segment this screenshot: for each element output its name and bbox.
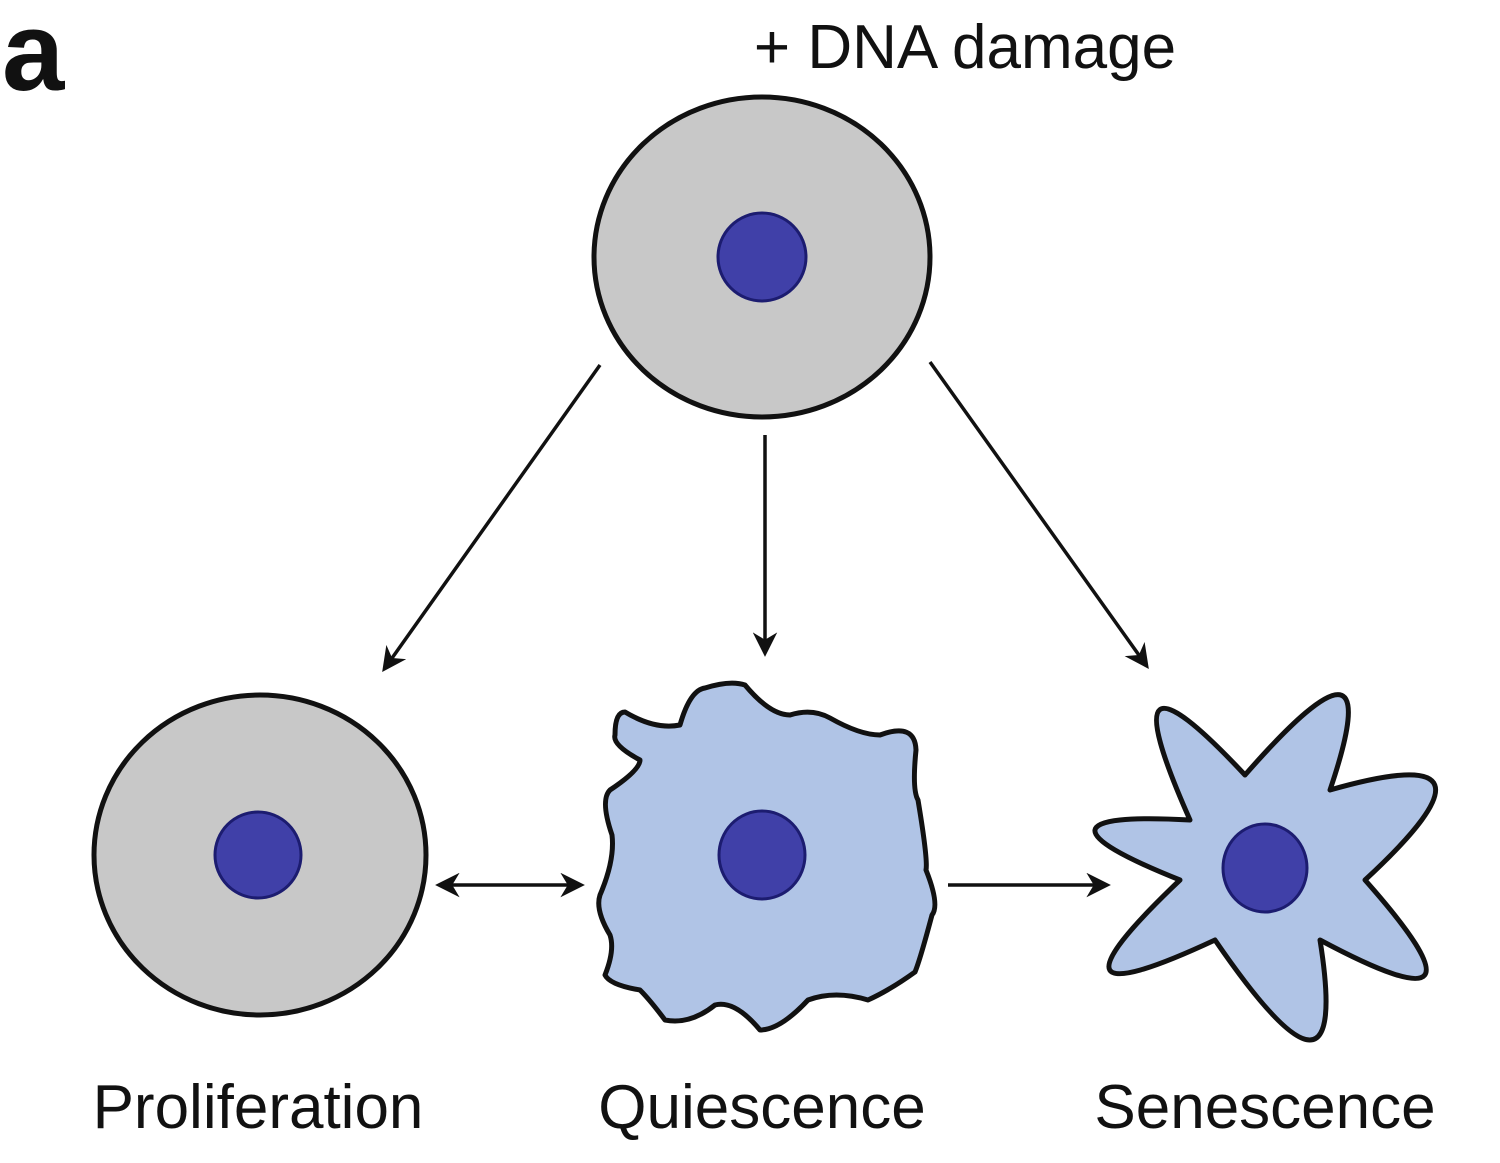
senescent-cell xyxy=(1092,692,1439,1043)
dna-damage-label: + DNA damage xyxy=(754,13,1176,82)
proliferation-label: Proliferation xyxy=(93,1073,424,1142)
nucleus xyxy=(1221,822,1309,914)
damaged-cell xyxy=(591,94,933,420)
senescence-label: Senescence xyxy=(1094,1073,1435,1142)
nucleus xyxy=(213,810,303,900)
panel-label: a xyxy=(2,0,65,114)
nucleus xyxy=(717,809,807,901)
quiescent-cell xyxy=(596,680,938,1033)
proliferating-cell xyxy=(91,692,429,1018)
nucleus xyxy=(716,211,808,303)
arrow-to-proliferation xyxy=(382,363,602,672)
arrow-to-senescence xyxy=(928,360,1149,669)
quiescence-label: Quiescence xyxy=(598,1073,925,1142)
